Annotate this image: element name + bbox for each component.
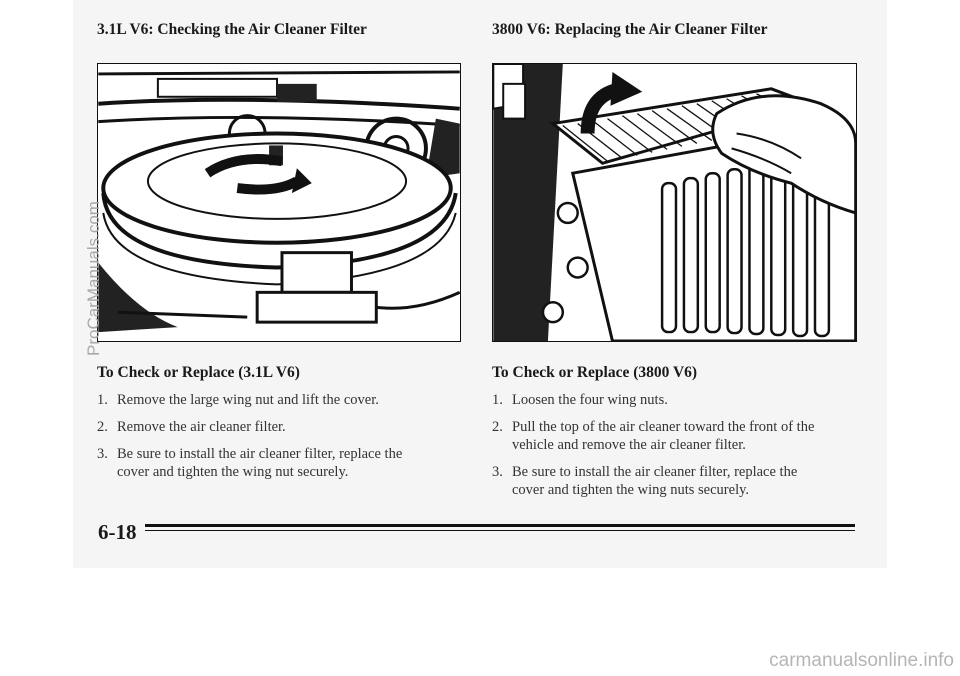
step-number: 2. xyxy=(492,419,503,435)
step-text-line: Be sure to install the air cleaner filte… xyxy=(117,446,403,462)
step-text-line: Loosen the four wing nuts. xyxy=(512,392,668,408)
step-text-line: Remove the air cleaner filter. xyxy=(117,419,286,435)
step-text-line: Remove the large wing nut and lift the c… xyxy=(117,392,379,408)
step-text-line: cover and tighten the wing nut securely. xyxy=(117,464,349,480)
footer-rule xyxy=(145,524,855,527)
step-item: 1. Remove the large wing nut and lift the… xyxy=(97,391,457,409)
left-subheading: To Check or Replace (3.1L V6) xyxy=(97,364,300,381)
left-section-title: 3.1L V6: Checking the Air Cleaner Filter xyxy=(97,21,367,38)
right-steps-list: 1. Loosen the four wing nuts. 2. Pull the t… xyxy=(492,391,862,508)
step-number: 3. xyxy=(492,464,503,480)
side-watermark: ProCarManuals.com xyxy=(84,201,103,356)
step-text-line: cover and tighten the wing nuts securely… xyxy=(512,482,750,498)
right-section-title: 3800 V6: Replacing the Air Cleaner Filte… xyxy=(492,21,768,38)
right-subheading: To Check or Replace (3800 V6) xyxy=(492,364,698,381)
step-number: 2. xyxy=(97,419,108,435)
step-item: 3. Be sure to install the air cleaner fil… xyxy=(97,445,457,481)
step-number: 1. xyxy=(97,392,108,408)
step-item: 1. Loosen the four wing nuts. xyxy=(492,391,862,409)
step-item: 3. Be sure to install the air cleaner fil… xyxy=(492,463,862,499)
step-item: 2. Remove the air cleaner filter. xyxy=(97,418,457,436)
step-text-line: Pull the top of the air cleaner toward t… xyxy=(512,419,815,435)
footer-rule-thin xyxy=(145,530,855,531)
air-cleaner-3-1l-illustration xyxy=(97,63,461,342)
step-number: 3. xyxy=(97,446,108,462)
page-number: 6-18 xyxy=(98,520,137,544)
left-steps-list: 1. Remove the large wing nut and lift the… xyxy=(97,391,457,490)
bottom-watermark: carmanualsonline.info xyxy=(769,650,954,671)
step-text-line: Be sure to install the air cleaner filte… xyxy=(512,464,798,480)
step-number: 1. xyxy=(492,392,503,408)
air-cleaner-3800-illustration xyxy=(492,63,857,342)
step-text-line: vehicle and remove the air cleaner filte… xyxy=(512,437,746,453)
step-item: 2. Pull the top of the air cleaner toward… xyxy=(492,418,862,454)
